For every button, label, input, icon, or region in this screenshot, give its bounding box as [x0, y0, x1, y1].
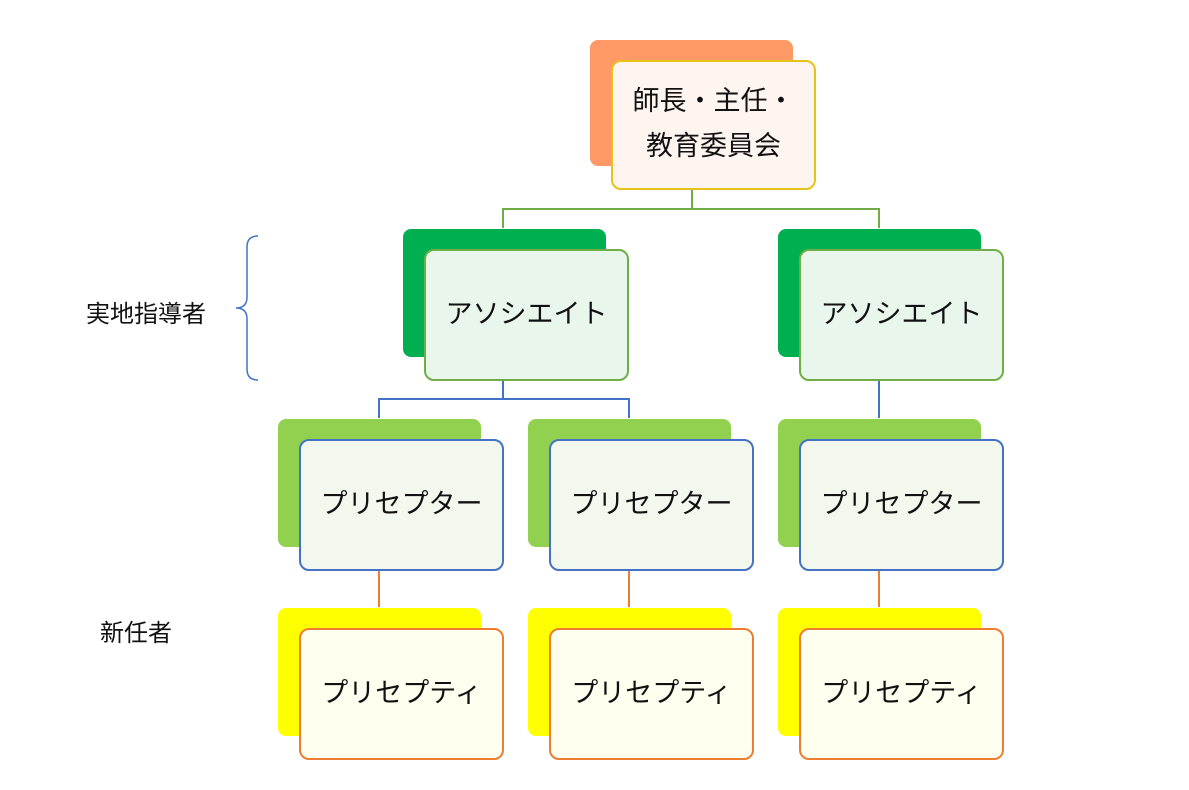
node-preceptee-2-front: プリセプティ	[549, 628, 754, 760]
node-top-line2: 教育委員会	[646, 131, 781, 162]
connector-associate1-to-preceptors	[378, 398, 630, 418]
label-new-staff: 新任者	[100, 619, 172, 647]
node-preceptor-3-front: プリセプター	[799, 439, 1004, 571]
node-associate-1-front: アソシエイト	[424, 249, 629, 381]
field-instructor-brace	[235, 235, 259, 381]
node-preceptor-2-label: プリセプター	[570, 488, 733, 520]
node-top-management: 師長・主任・ 教育委員会	[590, 40, 820, 190]
node-top-front: 師長・主任・ 教育委員会	[611, 60, 816, 190]
connector-top-to-associates	[502, 208, 880, 228]
label-field-instructor: 実地指導者	[86, 300, 206, 328]
node-associate-1-label: アソシエイト	[445, 298, 608, 330]
node-preceptor-2-front: プリセプター	[549, 439, 754, 571]
node-top-line1: 師長・主任・	[632, 86, 795, 118]
node-preceptor-1: プリセプター	[278, 419, 508, 571]
node-preceptee-3-label: プリセプティ	[821, 677, 982, 709]
node-preceptee-3: プリセプティ	[778, 608, 1008, 760]
node-preceptor-3-label: プリセプター	[820, 488, 983, 520]
node-preceptor-2: プリセプター	[528, 419, 758, 571]
node-associate-2-label: アソシエイト	[820, 298, 983, 330]
node-associate-2-front: アソシエイト	[799, 249, 1004, 381]
node-preceptor-3: プリセプター	[778, 419, 1008, 571]
node-preceptee-1-label: プリセプティ	[321, 677, 482, 709]
node-preceptee-2: プリセプティ	[528, 608, 758, 760]
node-preceptor-1-label: プリセプター	[320, 488, 483, 520]
node-preceptee-3-front: プリセプティ	[799, 628, 1004, 760]
node-preceptor-1-front: プリセプター	[299, 439, 504, 571]
node-preceptee-1-front: プリセプティ	[299, 628, 504, 760]
node-associate-2: アソシエイト	[778, 229, 1008, 381]
node-preceptee-2-label: プリセプティ	[571, 677, 732, 709]
node-associate-1: アソシエイト	[403, 229, 633, 381]
node-preceptee-1: プリセプティ	[278, 608, 508, 760]
